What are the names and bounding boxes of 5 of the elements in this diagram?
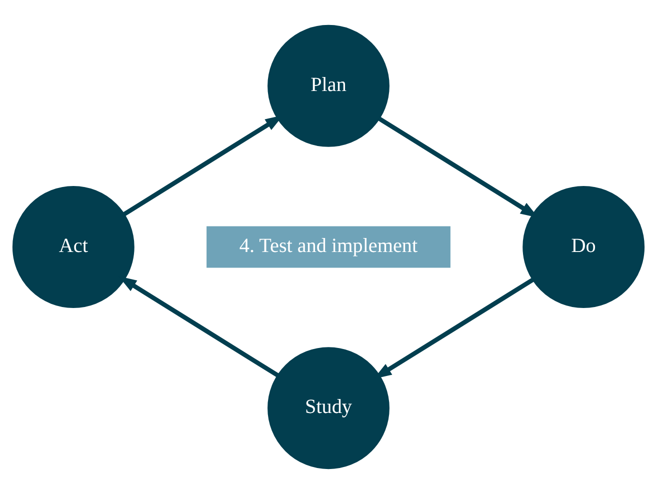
node-circle: Act xyxy=(12,186,134,308)
node-circle: Do xyxy=(522,186,645,308)
node-box: 4. Test and implement xyxy=(206,226,450,268)
node-circle: Plan xyxy=(268,24,390,147)
node-circle: Study xyxy=(268,347,390,470)
